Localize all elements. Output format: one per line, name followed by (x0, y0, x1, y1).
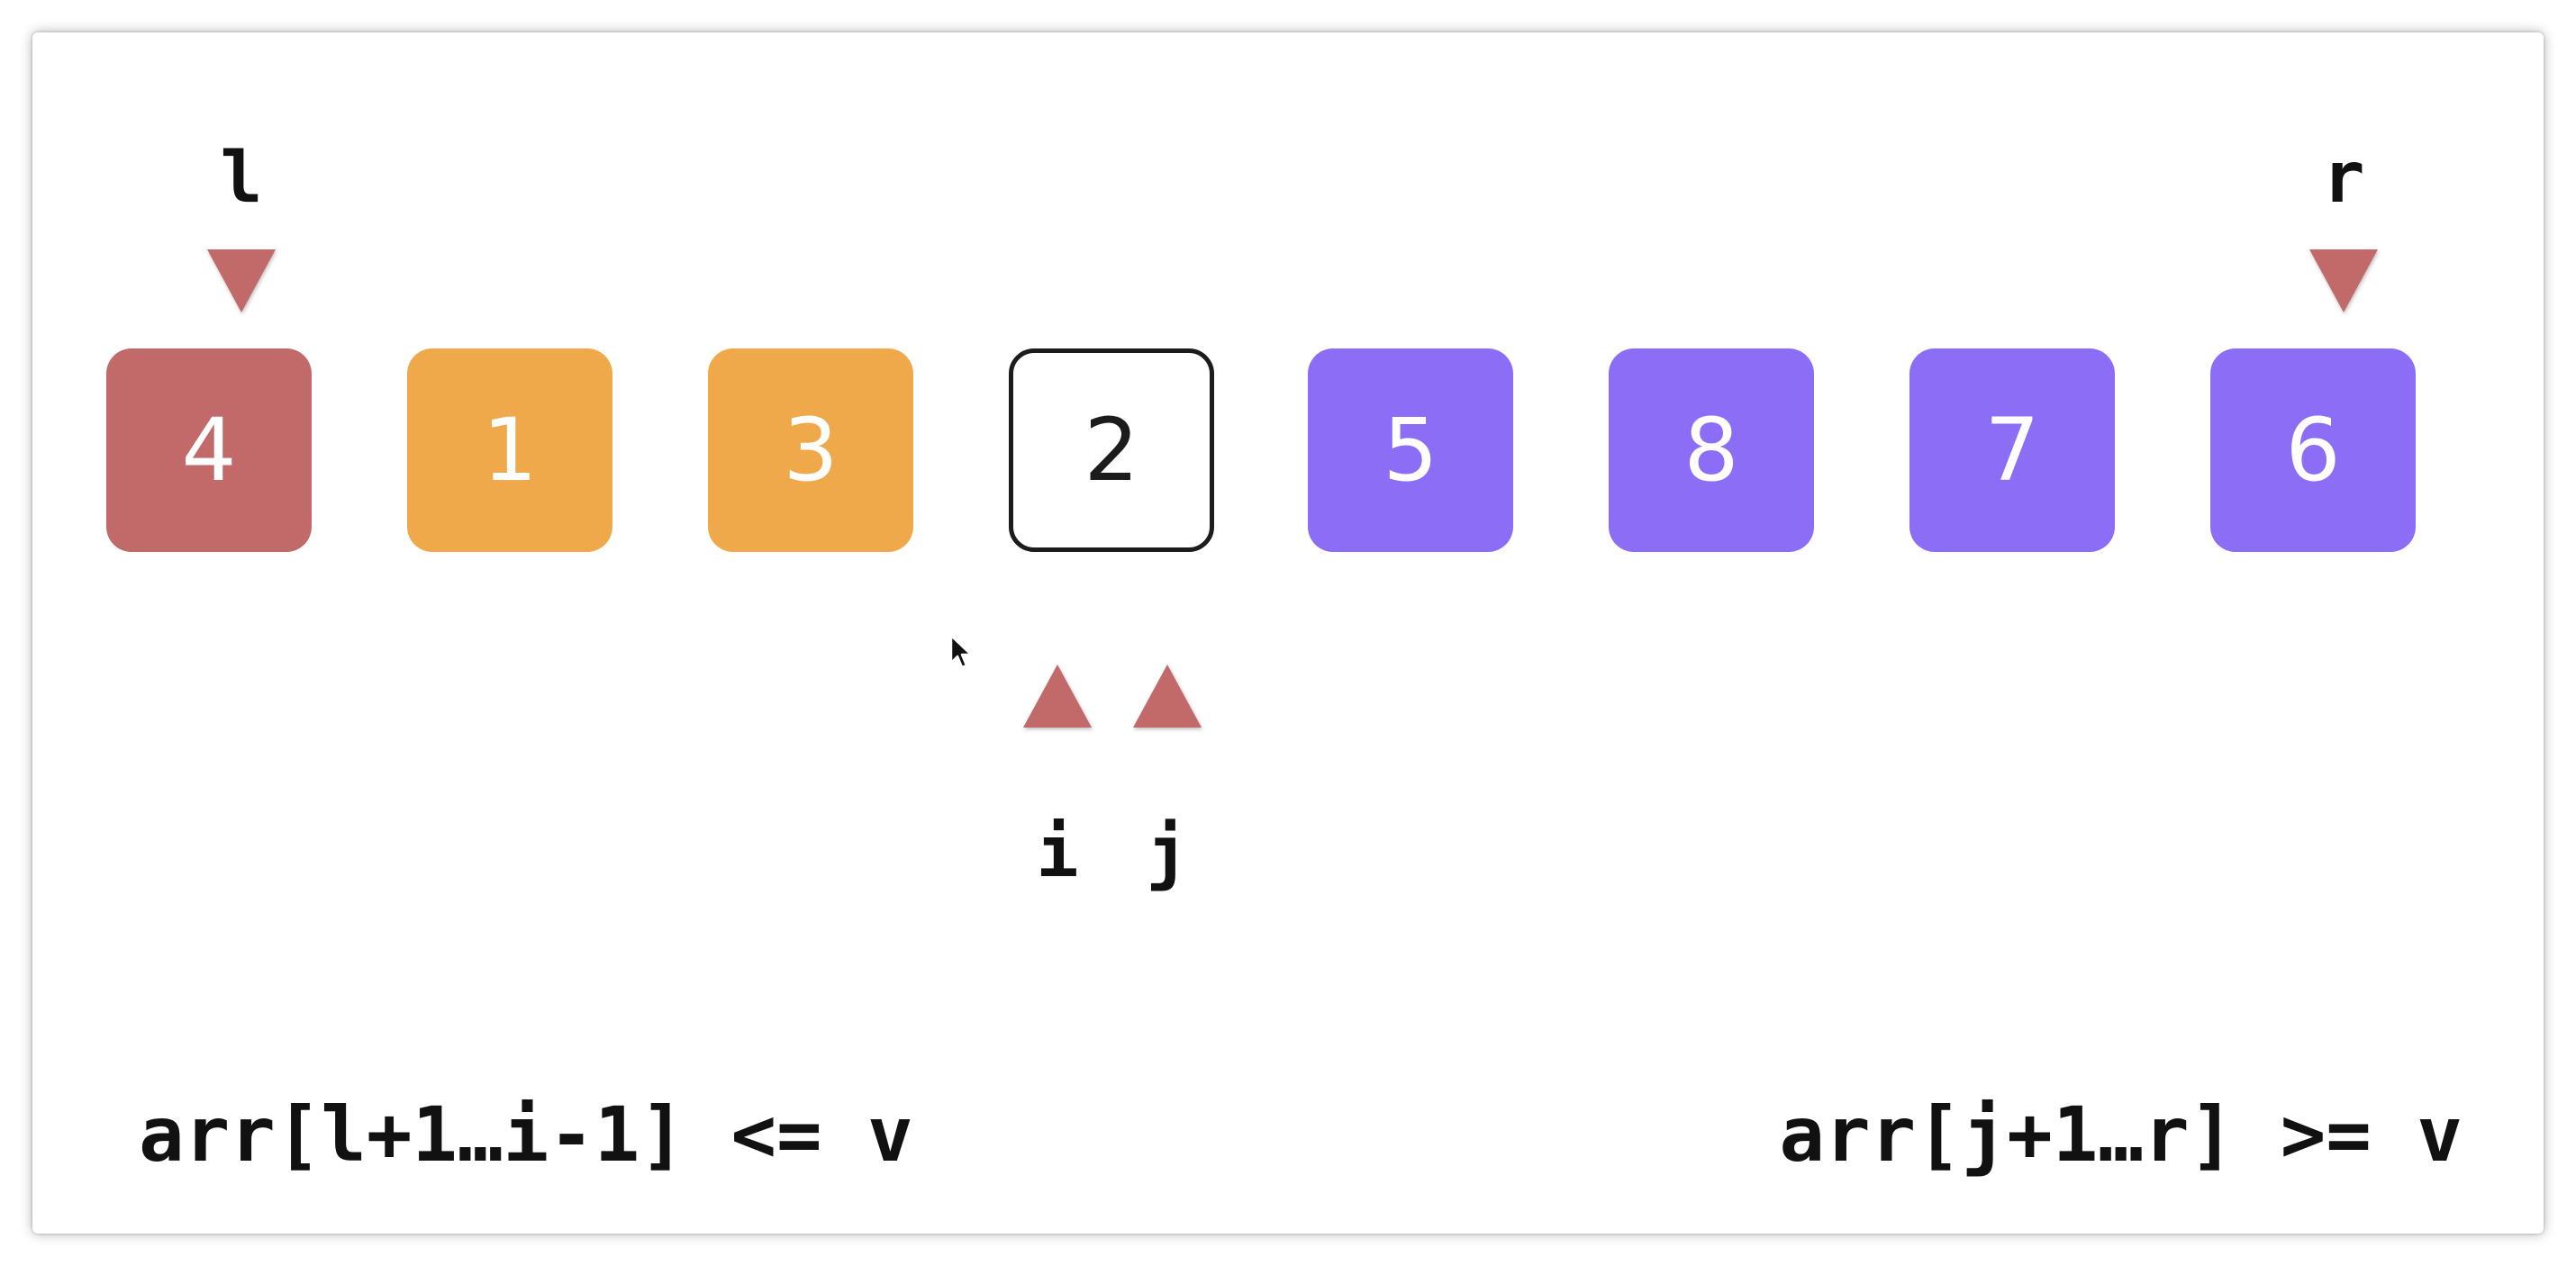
diagram-slide: l r 4 1 3 2 5 8 7 6 i j arr[l+1…i-1] <= … (32, 32, 2544, 1234)
array-cell-value: 5 (1383, 400, 1438, 501)
pointer-label-r: r (2322, 138, 2365, 219)
array-cell: 5 (1308, 348, 1513, 552)
pointer-label-i: i (1036, 812, 1079, 893)
array-cell-value: 2 (1084, 400, 1139, 501)
array-cell-value: 7 (1984, 400, 2040, 501)
array-cell: 6 (2210, 348, 2416, 552)
array-cell-current: 2 (1009, 348, 1214, 552)
array-cell-value: 3 (783, 400, 839, 501)
array-cell-value: 8 (1683, 400, 1739, 501)
right-region-formula: arr[j+1…r] >= v (1779, 1090, 2463, 1179)
array-cell-value: 1 (482, 400, 538, 501)
array-cell: 7 (1909, 348, 2115, 552)
pointer-j-triangle-icon (1133, 665, 1202, 728)
pointer-label-l: l (220, 138, 263, 219)
array-cell: 4 (106, 348, 312, 552)
left-region-formula: arr[l+1…i-1] <= v (139, 1090, 913, 1179)
mouse-pointer-icon (949, 634, 973, 669)
pointer-r-triangle-icon (2309, 249, 2378, 312)
array-cell: 1 (407, 348, 612, 552)
pointer-l-triangle-icon (207, 249, 276, 312)
array-cell: 8 (1609, 348, 1814, 552)
pointer-label-j: j (1146, 812, 1189, 893)
pointer-i-triangle-icon (1023, 665, 1092, 728)
array-cell: 3 (708, 348, 913, 552)
array-cell-value: 6 (2285, 400, 2341, 501)
array-cell-value: 4 (181, 400, 237, 501)
